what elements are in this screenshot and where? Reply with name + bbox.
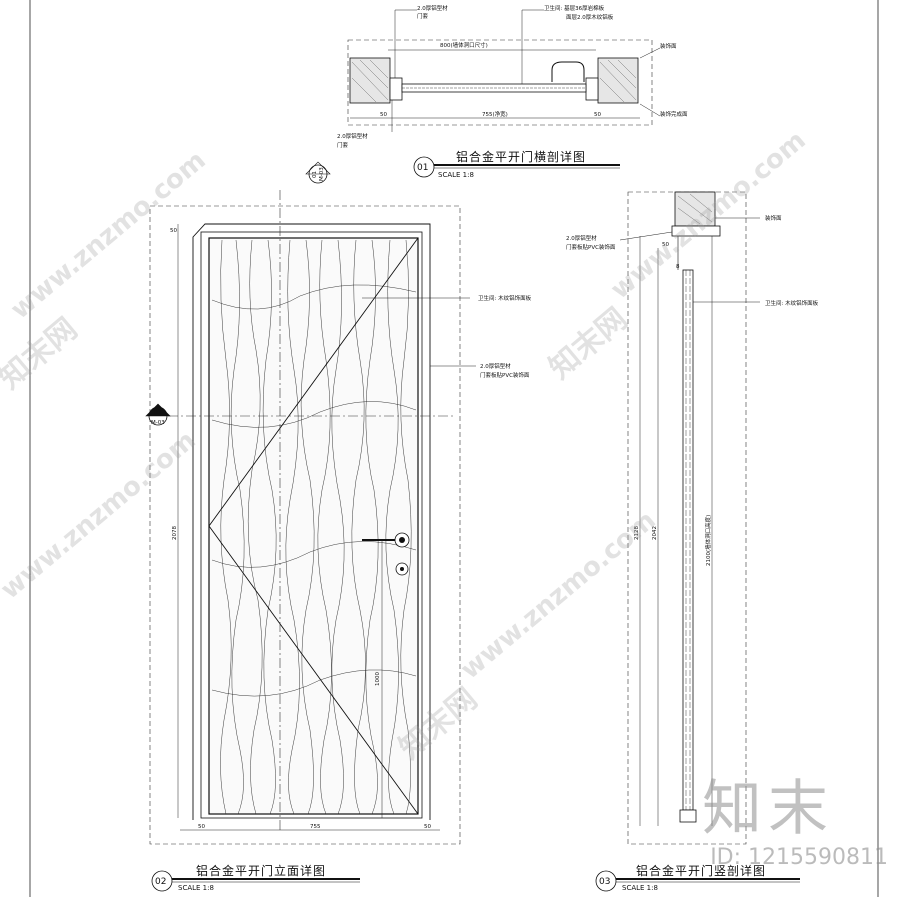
watermark-site-3: www.znzmo.com — [455, 505, 661, 685]
section3-dim-gap: 8 — [676, 264, 680, 270]
door-swing-lines — [208, 237, 419, 815]
section1-scale: SCALE 1:8 — [438, 171, 474, 179]
elevation-note-frame-sub: 门套板贴PVC装饰面 — [480, 371, 530, 379]
section3-note-panel: 卫生间: 木纹铝饰面板 — [765, 299, 819, 307]
elevation-dim-height: 2078 — [172, 526, 178, 540]
section3-title: 铝合金平开门竖剖详图 — [636, 863, 766, 878]
watermark-brand-3: 知末网 — [543, 301, 634, 386]
section3-scale: SCALE 1:8 — [622, 884, 658, 892]
section3-note-frame: 2.0厚铝型材 — [566, 234, 597, 242]
section1-note-panel-sub: 面层2.0厚木纹铝板 — [566, 13, 614, 21]
section3-dim-overall: 2128 — [634, 526, 640, 540]
section3-note-frame-sub: 门套板贴PVC装饰面 — [566, 243, 616, 251]
section1-number: 01 — [417, 163, 428, 173]
elevation-note-panel: 卫生间: 木纹铝饰面板 — [478, 294, 532, 302]
section3-door-leaf — [682, 269, 694, 811]
elevation-door-frame — [192, 223, 431, 820]
elevation-dashed-boundary — [149, 205, 461, 845]
watermark-site-1: www.znzmo.com — [5, 145, 211, 325]
elevation-title: 铝合金平开门立面详图 — [196, 863, 326, 878]
section1-note-finish-line: 装饰完成面 — [660, 110, 688, 118]
section1-title: 铝合金平开门横剖详图 — [456, 149, 586, 164]
section1-title-circle — [413, 156, 435, 178]
elevation-note-frame: 2.0厚铝型材 — [480, 362, 511, 370]
elevation-dim-top: 50 — [170, 228, 177, 234]
marker-left-label: 03 — [154, 410, 161, 416]
elevation-dim-handle: 1000 — [375, 672, 381, 686]
section1-dashed-boundary — [347, 39, 653, 126]
elevation-scale: SCALE 1:8 — [178, 884, 214, 892]
section1-note-panel: 卫生间: 基层36厚岩棉板 — [544, 4, 605, 12]
section1-note-finish: 装饰面 — [660, 42, 677, 50]
marker-left-sub: M-03 — [151, 420, 165, 426]
watermark-brand-1: 知末网 — [0, 311, 84, 396]
horizontal-section-drawing: 800(墙体洞口尺寸) 50 755(净宽) 50 2.0厚铝型材 门套 卫生间… — [337, 4, 688, 179]
elevation-dim-bottom-mid: 755 — [310, 824, 321, 830]
marker-top-label: 01 — [312, 171, 318, 178]
section1-left-wall — [349, 57, 391, 104]
section3-title-circle — [595, 870, 617, 892]
vertical-section-drawing: 2128 2042 50 8 2100(墙体洞口高度) 装饰面 2.0厚铝型材 … — [566, 191, 819, 892]
section1-note-frame: 2.0厚铝型材 — [417, 4, 448, 12]
elevation-drawing: 50 2078 1000 50 755 50 01 M-03 03 M-03 卫… — [145, 161, 532, 892]
marker-top-sub: M-03 — [319, 167, 325, 181]
section1-dim-center: 755(净宽) — [482, 110, 508, 118]
section3-note-wall: 装饰面 — [765, 214, 782, 222]
wood-grain-pattern — [211, 239, 417, 815]
elevation-dim-bottom-right: 50 — [424, 824, 431, 830]
section1-overall-dim: 800(墙体洞口尺寸) — [440, 41, 488, 49]
section1-dim-right: 50 — [594, 112, 601, 118]
section1-right-wall — [597, 57, 639, 104]
section3-number: 03 — [599, 877, 610, 887]
section1-note-bottom-sub: 门套 — [337, 141, 349, 149]
section3-dim-top: 50 — [662, 242, 669, 248]
section3-dim-clear: 2100(墙体洞口高度) — [704, 515, 712, 566]
section3-dim-door: 2042 — [652, 526, 658, 540]
section1-door-handle — [551, 61, 585, 82]
section1-dim-left: 50 — [380, 112, 387, 118]
elevation-title-circle — [151, 870, 173, 892]
elevation-number: 02 — [155, 877, 166, 887]
elevation-dim-bottom-left: 50 — [198, 824, 205, 830]
elevation-door-panel — [208, 237, 419, 815]
brand-logo-watermark: 知末 — [702, 774, 834, 844]
section1-note-bottom: 2.0厚铝型材 — [337, 132, 368, 140]
section1-note-frame-sub: 门套 — [417, 12, 429, 20]
id-watermark: ID: 1215590811 — [710, 845, 888, 870]
